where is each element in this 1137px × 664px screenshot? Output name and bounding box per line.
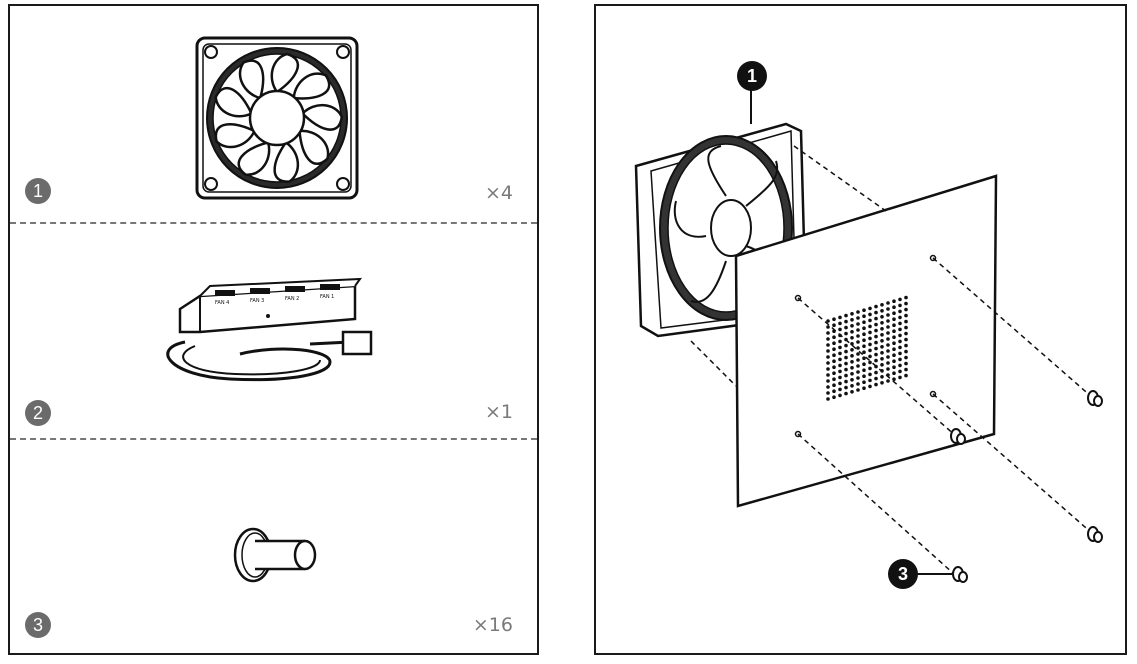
fan-hub-icon: FAN 4 FAN 3 FAN 2 FAN 1 — [166, 277, 373, 382]
svg-text:FAN 4: FAN 4 — [215, 300, 229, 306]
section-divider — [10, 438, 537, 440]
part-number-badge: 3 — [25, 612, 51, 638]
parts-list-panel: 1 ×4 FAN — [8, 4, 539, 655]
part-row-hub: FAN 4 FAN 3 FAN 2 FAN 1 2 ×1 — [10, 224, 537, 438]
section-divider — [10, 222, 537, 224]
part-number-badge: 1 — [25, 178, 51, 204]
case-panel — [734, 174, 998, 508]
callout-fan: 1 — [737, 61, 767, 91]
part-number-badge: 2 — [25, 400, 51, 426]
part-row-fan: 1 ×4 — [10, 6, 537, 222]
part-quantity: ×4 — [484, 182, 513, 204]
part-row-screw: 3 ×16 — [10, 440, 537, 653]
svg-text:FAN 1: FAN 1 — [320, 294, 334, 300]
screw-parts — [950, 390, 1103, 583]
alignment-guides — [690, 145, 1094, 575]
part-quantity: ×1 — [484, 401, 513, 423]
assembly-diagram — [634, 76, 1103, 583]
callout-screw: 3 — [888, 559, 918, 589]
svg-text:FAN 3: FAN 3 — [250, 298, 264, 304]
part-quantity: ×16 — [472, 614, 513, 636]
svg-text:FAN 2: FAN 2 — [285, 296, 299, 302]
screw-icon — [233, 527, 317, 583]
assembly-diagram-panel: 1 3 — [594, 4, 1127, 655]
fan-icon — [195, 36, 359, 200]
